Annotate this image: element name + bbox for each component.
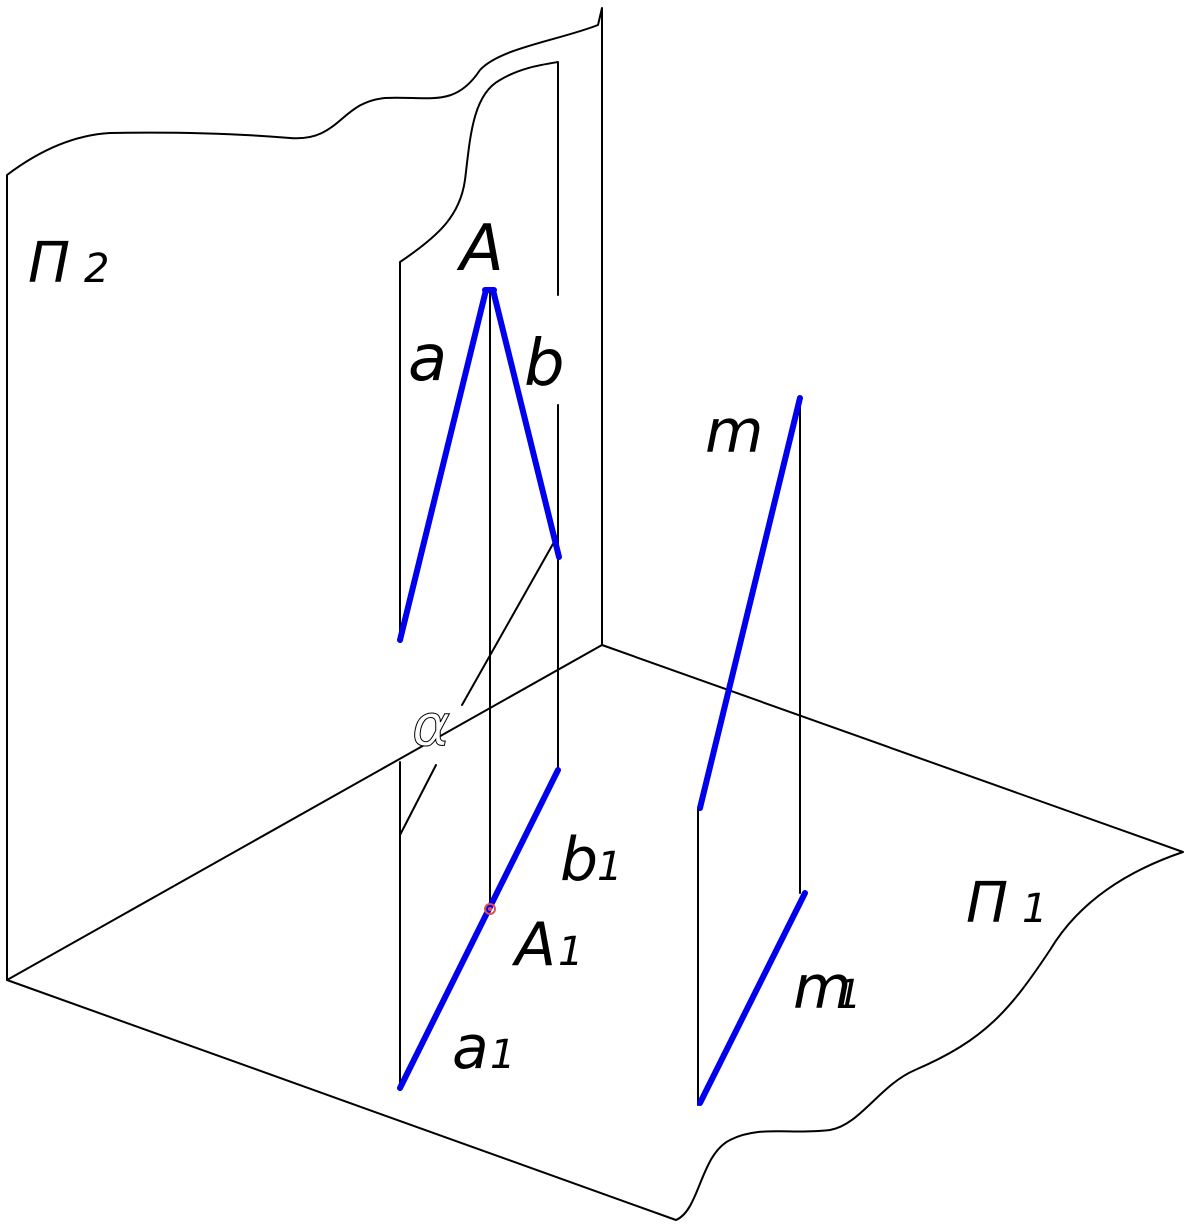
label-plane-alpha: α bbox=[412, 691, 450, 759]
alpha-diagonal-lower bbox=[399, 764, 437, 836]
label-line-b1: b bbox=[560, 825, 598, 895]
horizontal-plane-outline bbox=[6, 644, 1184, 1221]
label-line-b1-sub: 1 bbox=[597, 844, 622, 890]
label-point-A1-sub: 1 bbox=[558, 929, 583, 975]
alpha-plane-outline bbox=[399, 61, 559, 641]
label-line-b: b bbox=[524, 327, 565, 401]
alpha-diagonal-upper bbox=[461, 534, 559, 706]
label-line-a1: a bbox=[452, 1013, 489, 1083]
line-a bbox=[397, 287, 489, 643]
label-point-A1: A bbox=[511, 910, 556, 980]
point-A1-marker bbox=[484, 903, 496, 915]
label-plane-p2: П bbox=[28, 231, 70, 296]
line-m bbox=[697, 395, 803, 811]
line-b bbox=[490, 287, 562, 560]
label-line-m1: m bbox=[793, 953, 851, 1023]
label-line-a: a bbox=[408, 322, 447, 396]
line-m1 bbox=[697, 890, 808, 1106]
line-a1-b1 bbox=[397, 767, 561, 1091]
label-plane-p1-sub: 1 bbox=[1022, 886, 1047, 932]
label-line-a1-sub: 1 bbox=[490, 1032, 515, 1078]
point-A1-dot bbox=[488, 907, 492, 911]
label-plane-p2-sub: 2 bbox=[84, 246, 109, 292]
label-line-m: m bbox=[705, 397, 763, 467]
label-point-A: A bbox=[456, 212, 504, 286]
frontal-plane-outline bbox=[6, 7, 603, 981]
label-line-m1-sub: 1 bbox=[836, 972, 861, 1018]
label-plane-p1: П bbox=[966, 871, 1008, 936]
